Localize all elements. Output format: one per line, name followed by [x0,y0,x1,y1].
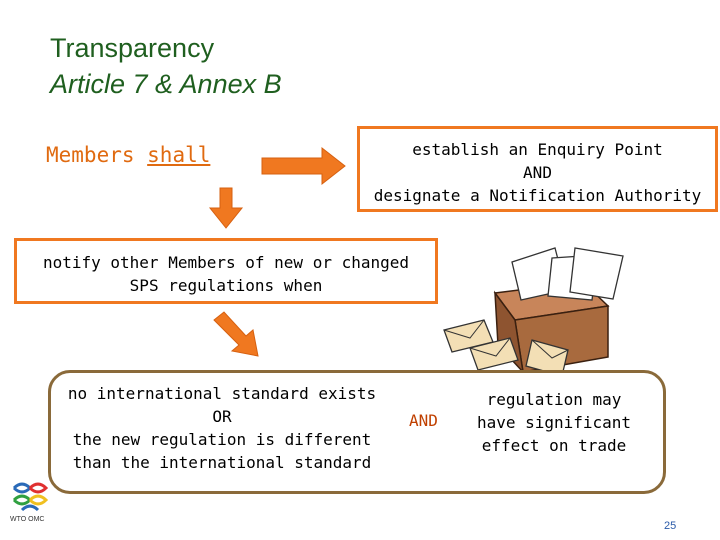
enquiry-line-2: AND [523,163,552,182]
condition-left-line-2: OR [212,407,232,426]
condition-left-line-3: the new regulation is different [72,430,372,449]
page-number: 25 [664,520,677,532]
title-main: Transparency [50,33,215,63]
members-shall-label: Members shall [46,143,210,167]
notify-line-2: SPS regulations when [129,276,323,295]
condition-left: no international standard exists OR the … [62,382,382,474]
condition-right-line-1: regulation may [486,390,622,409]
shall-text: shall [147,143,211,167]
condition-right-line-3: effect on trade [481,436,627,455]
wto-logo-text: WTO OMC [10,516,45,523]
condition-right: regulation may have significant effect o… [464,388,644,457]
notify-line-1: notify other Members of new or changed [42,253,410,272]
condition-left-line-1: no international standard exists [67,384,377,403]
and-connector: AND [409,411,438,430]
notify-box: notify other Members of new or changed S… [14,238,438,304]
conditions-frame [48,370,666,494]
condition-right-line-2: have significant [476,413,632,432]
inbox-with-envelopes-icon [443,247,624,377]
title-subtitle: Article 7 & Annex B [50,69,282,99]
diagonal-arrow [213,311,259,357]
enquiry-line-3: designate a Notification Authority [373,186,702,205]
slide-title: Transparency Article 7 & Annex B [50,30,282,102]
enquiry-point-box: establish an Enquiry Point AND designate… [357,126,718,212]
condition-left-line-4: than the international standard [72,453,372,472]
right-arrow [261,146,346,186]
members-text: Members [46,143,148,167]
enquiry-line-1: establish an Enquiry Point [412,140,663,159]
down-arrow [208,187,244,229]
